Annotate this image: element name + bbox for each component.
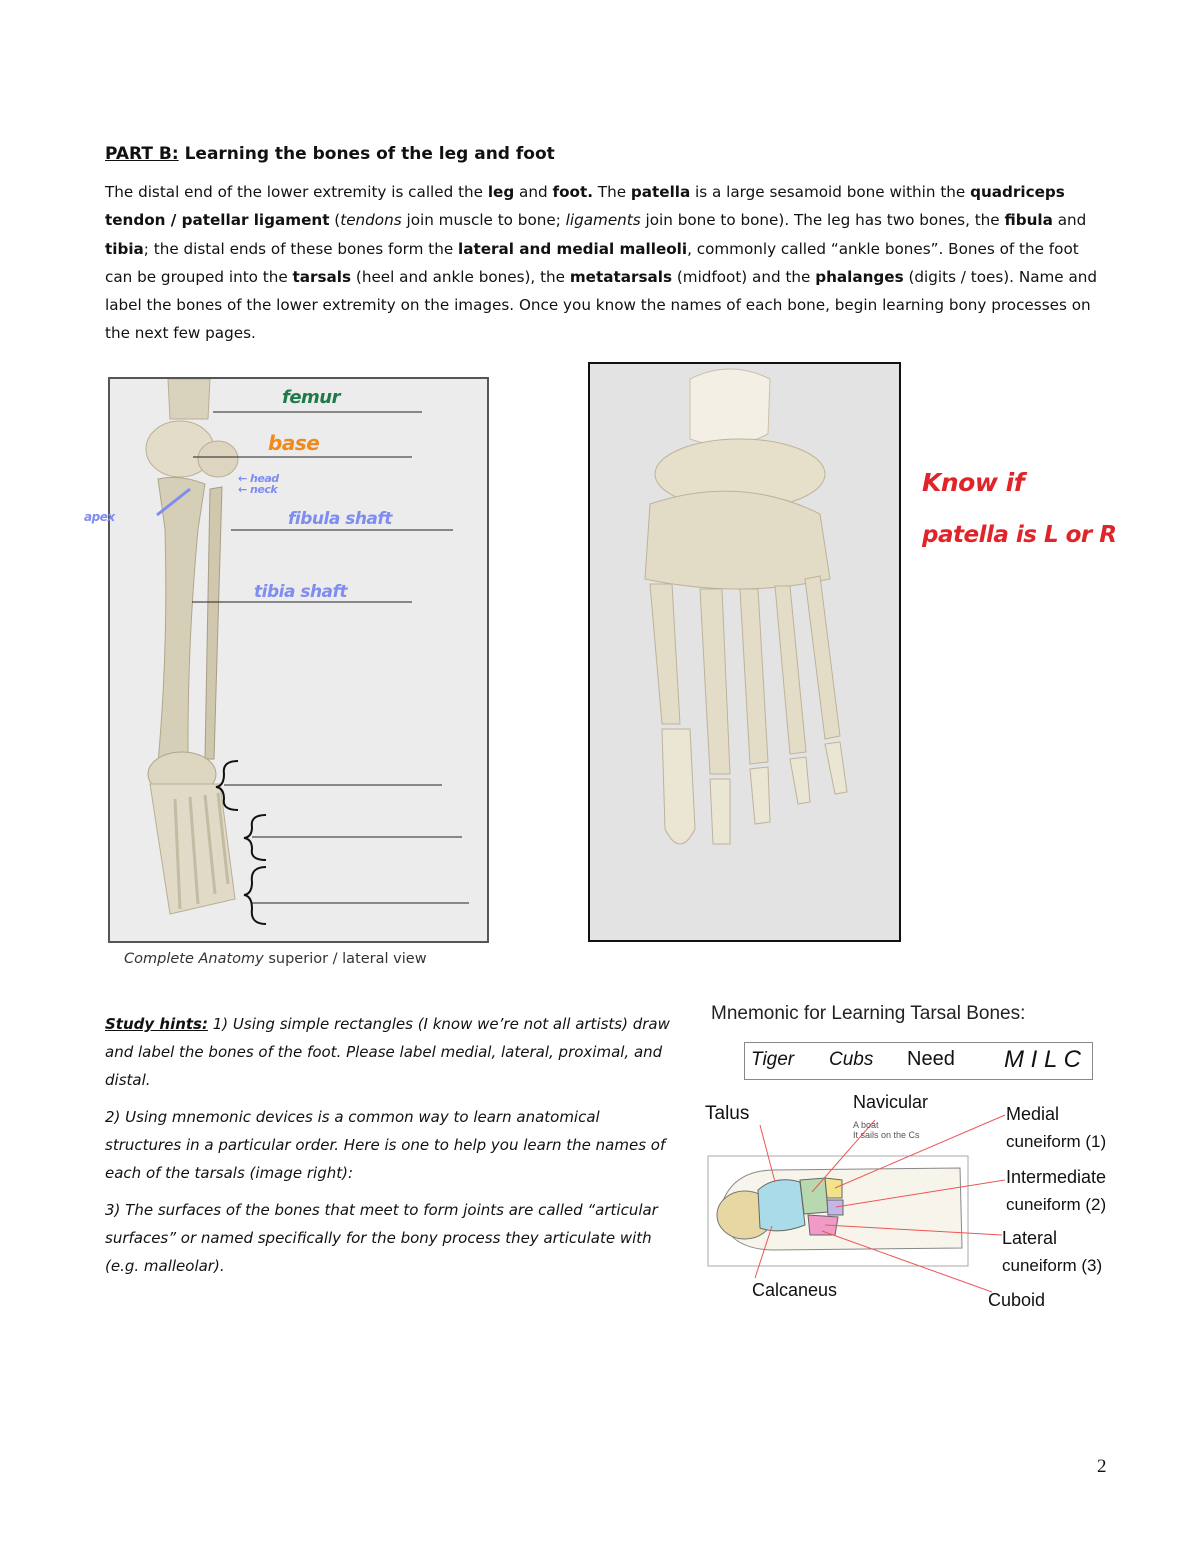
tarsal-diagram [707, 1114, 1006, 1293]
study-hints: Study hints: 1) Using simple rectangles … [105, 1010, 680, 1289]
label-cuboid: Cuboid [988, 1290, 1046, 1310]
label-tibia-shaft: tibia shaft [254, 582, 348, 602]
label-femur: femur [282, 387, 341, 408]
heading-title: Learning the bones of the leg and foot [184, 144, 555, 164]
label-intermediate-cuneiform: cuneiform (2) [1006, 1195, 1107, 1214]
term-tarsals: tarsals [292, 267, 352, 286]
intro-text: (digits / toes). Name and label the bone… [105, 267, 1098, 343]
hint-1-text: 1) Using simple rectangles (I know we’re… [105, 1015, 670, 1089]
label-apex: apex [84, 510, 115, 524]
phrase-cubs: Cubs [829, 1049, 874, 1070]
label-intermediate: Intermediate [1006, 1167, 1107, 1187]
page-number: 2 [1097, 1456, 1107, 1477]
intro-text: and [1052, 211, 1087, 230]
intro-text: ( [329, 211, 341, 230]
caption-source: Complete Anatomy [124, 951, 264, 967]
intro-text: The distal end of the lower extremity is… [105, 183, 488, 201]
intro-text: (heel and ankle bones), the [351, 267, 570, 286]
mnemonic-title: Mnemonic for Learning Tarsal Bones: [711, 1003, 1026, 1024]
phrase-tiger: Tiger [751, 1049, 795, 1070]
label-lateral: Lateral [1002, 1228, 1058, 1248]
phrase-milc: M I L C [1004, 1046, 1081, 1073]
term-fibula: fibula [1004, 211, 1053, 230]
label-lateral-cuneiform: cuneiform (3) [1002, 1256, 1103, 1275]
term-phalanges: phalanges [815, 267, 904, 286]
intro-text: is a large sesamoid bone within the [690, 183, 971, 201]
note-know-if: Know if [922, 468, 1025, 497]
intro-text: The [592, 183, 631, 201]
label-base: base [268, 431, 320, 455]
label-medial: Medial [1006, 1104, 1060, 1124]
caption-view: superior / lateral view [263, 951, 427, 967]
term-patella: patella [630, 183, 691, 201]
heading-part-label: PART B: [105, 144, 179, 164]
label-navicular: Navicular [853, 1092, 929, 1112]
term-tibia: tibia [105, 239, 144, 258]
hints-label: Study hints: [105, 1015, 208, 1033]
term-ligaments: ligaments [565, 211, 641, 230]
intro-text: (midfoot) and the [672, 267, 816, 286]
navicular-note: A boat It sails on the Cs [853, 1120, 920, 1140]
label-talus: Talus [705, 1103, 750, 1124]
intro-text: , commonly called “ankle bones”. Bones o… [105, 239, 1079, 286]
hint-3: 3) The surfaces of the bones that meet t… [105, 1201, 658, 1275]
mnemonic-phrase-box: Tiger Cubs Need M I L C [744, 1042, 1093, 1080]
navicular-note-2: It sails on the Cs [853, 1130, 920, 1140]
intro-text: ; the distal ends of these bones form th… [143, 239, 459, 258]
label-fibula-shaft: fibula shaft [288, 509, 392, 529]
intro-text: and [514, 183, 553, 201]
foot-skeleton-figure [588, 362, 901, 942]
label-neck: ← neck [238, 483, 278, 496]
label-head-neck: ← head ← neck [238, 473, 279, 495]
label-medial-cuneiform: cuneiform (1) [1006, 1132, 1107, 1151]
leg-skeleton-drawing [145, 379, 469, 925]
navicular-note-1: A boat [853, 1120, 879, 1130]
hint-2: 2) Using mnemonic devices is a common wa… [105, 1108, 666, 1182]
figure1-caption: Complete Anatomy superior / lateral view [124, 951, 427, 967]
term-leg: leg [487, 183, 515, 201]
section-heading: PART B: Learning the bones of the leg an… [105, 144, 555, 164]
apex-arrow [156, 487, 191, 517]
term-quadriceps-tendon: quadriceps tendon / patellar ligament [105, 183, 1065, 230]
hint-1: Study hints: 1) Using simple rectangles … [105, 1010, 680, 1094]
term-tendons: tendons [340, 211, 402, 230]
phrase-need: Need [907, 1048, 955, 1070]
intro-text: join bone to bone). The leg has two bone… [640, 211, 1005, 230]
foot-skeleton-drawing [644, 368, 848, 845]
term-malleoli: lateral and medial malleoli [458, 239, 688, 258]
intro-paragraph: The distal end of the lower extremity is… [105, 178, 1105, 348]
tarsal-mnemonic-figure: Mnemonic for Learning Tarsal Bones: Tige… [700, 1000, 1120, 1330]
intro-text: join muscle to bone; [401, 211, 566, 230]
note-patella-side: patella is L or R [922, 522, 1117, 548]
label-head: ← head [238, 472, 279, 485]
leg-skeleton-figure: femur base ← head ← neck fibula shaft ti… [108, 377, 489, 943]
label-calcaneus: Calcaneus [752, 1280, 838, 1300]
term-foot: foot. [552, 183, 593, 201]
term-metatarsals: metatarsals [569, 267, 673, 286]
